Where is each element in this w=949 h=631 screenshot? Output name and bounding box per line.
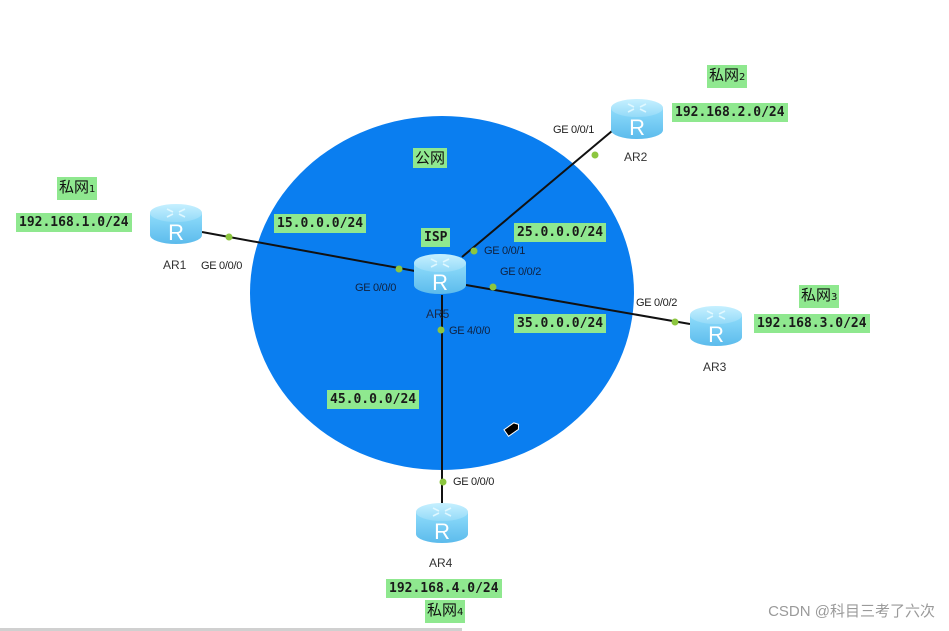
router-name-ar1: AR1: [163, 258, 187, 272]
private-net-name: 私网: [709, 66, 740, 84]
watermark: CSDN @科目三考了六次: [768, 603, 935, 620]
port-dot-ar5-ge001: [470, 247, 478, 255]
port-label-ar1: GE 0/0/0: [201, 260, 243, 272]
subnet-label-35: 35.0.0.0/24: [514, 314, 607, 333]
scrollbar[interactable]: [0, 628, 462, 631]
subnet-label-45: 45.0.0.0/24: [327, 390, 420, 409]
subnet-label-15: 15.0.0.0/24: [274, 214, 367, 233]
port-label-ar5-ge001: GE 0/0/1: [484, 245, 526, 257]
router-name-ar3: AR3: [703, 360, 727, 374]
port-label-ar5-ge400: GE 4/0/0: [449, 325, 491, 337]
port-dot-ar4-ge000: [439, 478, 447, 486]
links: [201, 130, 691, 505]
port-label-ar2: GE 0/0/1: [553, 124, 595, 136]
public-network-label: 公网: [413, 148, 448, 168]
port-dot-ar5-ge002: [489, 283, 497, 291]
port-dot-ar3-ge002: [671, 318, 679, 326]
port-label-ar5-ge002: GE 0/0/2: [500, 266, 542, 278]
port-dot-ar5-ge400: [437, 326, 445, 334]
router-icon-ar2[interactable]: [610, 98, 664, 141]
port-dot-ar5-ge000: [395, 265, 403, 273]
private-net-label-4: 私网4: [425, 600, 466, 623]
subnet-label-25: 25.0.0.0/24: [514, 223, 607, 242]
router-icon-ar1[interactable]: [149, 203, 203, 246]
private-net-label-3: 私网3: [799, 285, 840, 308]
private-net-name: 私网: [59, 178, 90, 196]
private-subnet-4: 192.168.4.0/24: [386, 579, 502, 598]
port-dot-ar1-ge000: [225, 233, 233, 241]
link-ar3-ar5[interactable]: [465, 284, 691, 325]
router-name-ar2: AR2: [624, 150, 648, 164]
private-net-name: 私网: [801, 286, 832, 304]
private-subnet-2: 192.168.2.0/24: [672, 103, 788, 122]
router-icon-ar4[interactable]: [415, 502, 469, 545]
private-subnet-1: 192.168.1.0/24: [16, 213, 132, 232]
router-name-ar5: AR5: [426, 307, 450, 321]
private-net-index: 3: [831, 292, 838, 303]
pen-cursor-icon: [503, 422, 520, 437]
isp-label: ISP: [421, 228, 451, 247]
private-net-index: 2: [739, 72, 746, 83]
port-dot-ar2-ge001: [591, 151, 599, 159]
router-icon-ar3[interactable]: [689, 305, 743, 348]
port-label-ar4: GE 0/0/0: [453, 476, 495, 488]
router-name-ar4: AR4: [429, 556, 453, 570]
router-icon-ar5[interactable]: [413, 253, 467, 296]
link-ar2-ar5[interactable]: [461, 130, 613, 258]
private-net-index: 4: [457, 607, 464, 618]
private-net-label-2: 私网2: [707, 65, 748, 88]
port-label-ar5-ge000: GE 0/0/0: [355, 282, 397, 294]
port-label-ar3: GE 0/0/2: [636, 297, 678, 309]
private-net-name: 私网: [427, 601, 458, 619]
private-subnet-3: 192.168.3.0/24: [754, 314, 870, 333]
private-net-label-1: 私网1: [57, 177, 98, 200]
private-net-index: 1: [89, 184, 96, 195]
port-dots: [225, 151, 679, 486]
link-ar1-ar5[interactable]: [201, 231, 416, 272]
